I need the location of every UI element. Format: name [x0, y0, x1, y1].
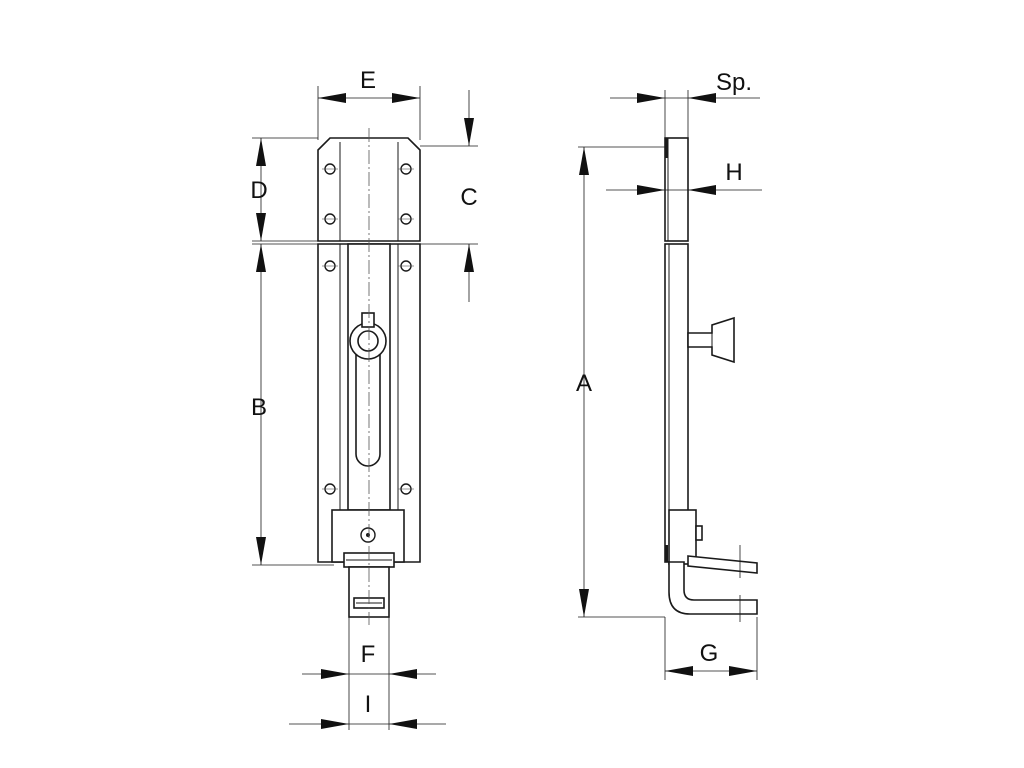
label-G: G — [700, 640, 719, 667]
bent-bolt — [668, 561, 758, 615]
label-Sp: Sp. — [716, 69, 752, 96]
label-B: B — [251, 394, 267, 421]
label-F: F — [361, 641, 376, 668]
label-E: E — [360, 67, 376, 94]
label-I: I — [365, 691, 372, 718]
knob-side — [687, 316, 735, 364]
label-A: A — [576, 370, 592, 397]
front-dimensions — [252, 86, 478, 730]
dimension-labels: E D C B F I Sp. H A G — [250, 67, 752, 718]
keeper-side — [664, 137, 689, 242]
screw-holes — [322, 163, 414, 495]
side-view — [664, 137, 758, 622]
side-dimensions — [578, 90, 762, 680]
front-view — [317, 128, 421, 625]
label-H: H — [725, 159, 742, 186]
guide-side — [668, 509, 697, 565]
label-C: C — [460, 184, 477, 211]
label-D: D — [250, 177, 267, 204]
